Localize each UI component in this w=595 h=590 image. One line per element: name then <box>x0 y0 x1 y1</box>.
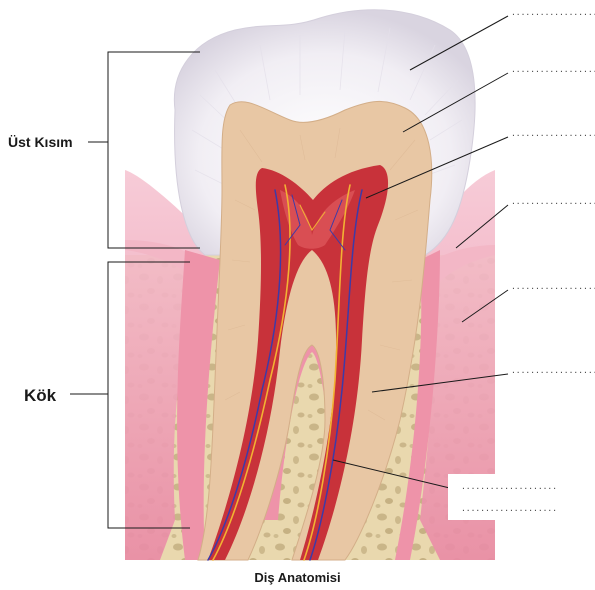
answer-blank-1[interactable]: .................... <box>511 10 595 18</box>
crown-label: Üst Kısım <box>8 134 73 150</box>
answer-blank-2[interactable]: .................... <box>511 67 595 75</box>
answer-blank-8[interactable]: .................... <box>461 506 557 514</box>
diagram-title: Diş Anatomisi <box>0 570 595 585</box>
answer-blank-7[interactable]: .................... <box>461 484 557 492</box>
answer-blank-6[interactable]: .................... <box>511 368 595 376</box>
answer-blank-5[interactable]: .................... <box>511 284 595 292</box>
answer-blank-3[interactable]: .................... <box>511 131 595 139</box>
answer-blank-4[interactable]: .................... <box>511 199 595 207</box>
root-label: Kök <box>24 386 56 406</box>
